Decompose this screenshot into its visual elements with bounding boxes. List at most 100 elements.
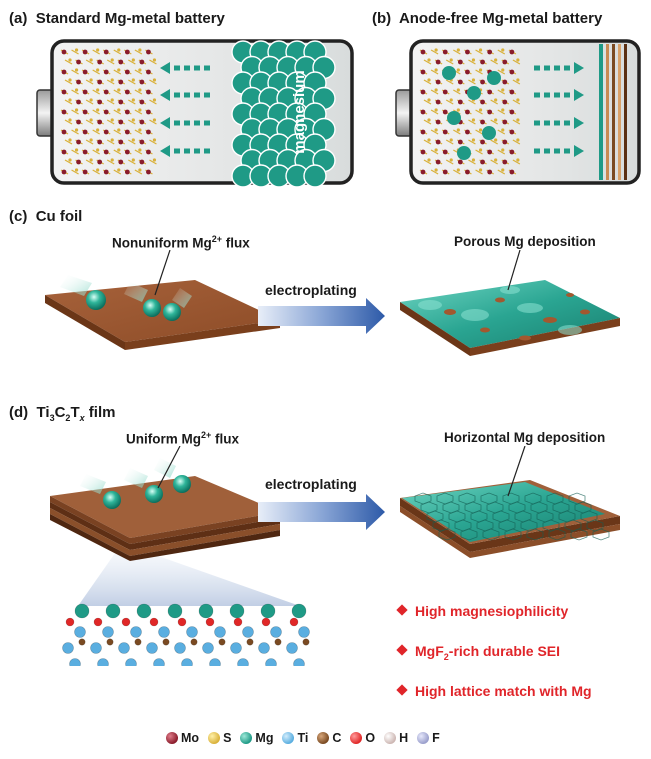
uniform-flux-label: Uniform Mg2+ flux [126,430,239,447]
t-subscript: x [79,413,85,423]
magnesium-label: magnesium [291,70,308,153]
panel-a-title-text: Standard Mg-metal battery [35,10,225,27]
flux-text: Nonuniform Mg [112,235,212,251]
porous-mg-top [400,280,620,348]
feature-text-post: -rich durable SEI [448,643,561,659]
electroplating-label-d: electroplating [265,476,357,492]
hexagonal-grid [414,492,610,541]
c-atom-icon [317,732,330,744]
flux-pointer [154,250,171,296]
mxene-atomic-structure [62,603,310,666]
legend-label: S [223,731,232,745]
diamond-bullet-icon [396,684,408,696]
substrate-side-left [400,302,470,356]
horizontal-deposition-label: Horizontal Mg deposition [444,430,606,445]
mxene-film-top [50,476,280,538]
electroplating-label-c: electroplating [265,282,357,298]
substrate-side-front [470,318,620,356]
legend-f: F [417,731,440,745]
panel-b-title: (b) Anode-free Mg-metal battery [372,10,602,27]
panel-d-label: (d) [9,404,29,421]
mg-ion [143,299,161,317]
anode-free-battery [395,39,641,185]
h-atom-icon [384,732,397,744]
current-collector-layers [599,44,627,180]
diamond-bullet-icon [396,644,408,656]
panel-c-illustration [45,250,620,356]
deposition-pointer [507,250,521,291]
flux-pointer [157,446,181,489]
panel-d-illustration [50,446,620,666]
zoom-projection [78,546,300,606]
flux-charge: 2+ [201,430,212,440]
legend-c: C [317,731,341,745]
mg-ion [103,491,121,509]
layered-cathode-with-mg [419,48,521,175]
panel-c-title-text: Cu foil [35,208,83,225]
deposition-pointer [507,446,526,497]
legend-o: O [350,731,375,745]
ti-symbol: Ti [36,404,50,421]
legend-label: H [399,731,409,745]
legend-label: O [365,731,376,745]
mo-atom-icon [166,732,178,744]
o-atom-icon [350,732,363,744]
legend-mo: Mo [166,731,199,745]
panel-a-title: (a) Standard Mg-metal battery [9,10,225,27]
mg-ions-uniform [80,446,191,509]
feature-text: High magnesiophilicity [415,603,569,619]
f-atom-icon [417,732,430,744]
flux-text-post: flux [211,431,240,447]
process-arrow-d [258,494,385,530]
legend-label: Mg [255,731,274,745]
panel-a-label: (a) [9,10,28,27]
s-atom-icon [208,732,221,744]
panel-d-title: (d) Ti3C2Tx film [9,404,115,423]
legend-ti: Ti [282,731,308,745]
legend-label: Mo [181,731,200,745]
mg-ion [173,475,191,493]
porous-bumps [418,286,582,335]
magnesium-anode [231,40,336,188]
film-word: film [84,404,116,421]
cu-foil-side-left [45,295,125,350]
element-legend: Mo S Mg Ti C O H F [166,731,449,745]
feature-text: MgF [415,643,444,659]
legend-s: S [208,731,231,745]
legend-h: H [384,731,408,745]
feature-lattice-match: High lattice match with Mg [396,683,592,699]
mg-ion-arrows-left [160,62,210,157]
panel-c-title: (c) Cu foil [9,208,82,225]
panel-c-label: (c) [9,208,28,225]
mg-ion [86,290,106,310]
diamond-bullet-icon [396,604,408,616]
legend-mg: Mg [240,731,273,745]
legend-label: C [332,731,342,745]
porous-deposition-label: Porous Mg deposition [454,234,596,249]
flux-charge: 2+ [211,234,222,244]
mg-atom-icon [240,732,253,744]
standard-battery: magnesium [36,39,354,188]
mg-ion [163,303,181,321]
mg-ions-nonuniform [60,250,192,321]
panel-b-title-text: Anode-free Mg-metal battery [398,10,603,27]
ti-atom-icon [282,732,295,744]
mg-ion-arrows-right [534,62,584,157]
process-arrow-c [258,298,385,334]
c-subscript: 2 [65,413,71,423]
feature-sei: MgF2-rich durable SEI [396,643,561,662]
mg-ion [145,485,163,503]
nonuniform-flux-label: Nonuniform Mg2+ flux [112,234,250,251]
cu-foil-side-front [125,320,280,350]
legend-label: Ti [297,731,309,745]
ti-subscript: 3 [49,413,55,423]
panel-b-label: (b) [372,10,392,27]
porous-holes [444,293,590,341]
legend-label: F [432,731,440,745]
c-symbol: C [54,404,66,421]
flux-text: Uniform Mg [126,431,201,447]
flux-text-post: flux [222,235,250,251]
feature-subscript: 2 [443,651,449,662]
feature-text: High lattice match with Mg [415,683,592,699]
layered-cathode [60,48,157,175]
